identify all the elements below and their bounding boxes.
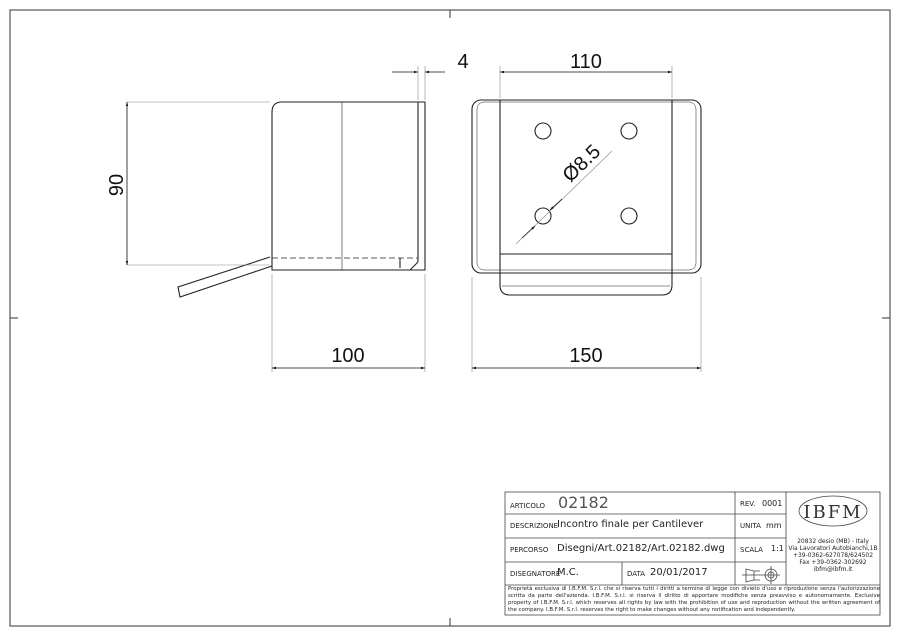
disegnatore-value: M.C. xyxy=(557,567,579,578)
logo-frame xyxy=(798,495,868,527)
percorso-value: Disegni/Art.02182/Art.02182.dwg xyxy=(557,543,725,554)
data-label: DATA xyxy=(627,570,646,578)
dim-width-top: 110 xyxy=(570,51,602,73)
percorso-label: PERCORSO xyxy=(510,546,549,554)
address-line: +39-0362-627078/624502 xyxy=(792,552,874,559)
unita-label: UNITA xyxy=(740,522,761,530)
address-line: Fax +39-0362-302692 xyxy=(799,559,867,566)
data-value: 20/01/2017 xyxy=(650,567,708,578)
side-view xyxy=(177,101,426,298)
sheet-border xyxy=(9,9,891,627)
disegnatore-label: DISEGNATORE xyxy=(510,570,561,578)
title-block-grid xyxy=(504,491,881,616)
dim-diameter: Ø8.5 xyxy=(559,141,605,187)
projection-symbol-icon xyxy=(742,568,762,583)
address-line: Via Lavoratori Autobianchi,1B xyxy=(788,545,878,552)
articolo-label: ARTICOLO xyxy=(510,502,546,510)
logo-text: IBFM xyxy=(803,502,862,523)
unita-value: mm xyxy=(766,521,782,530)
address-line: 20832 desio (MB) - Italy xyxy=(797,538,869,545)
company-address: 20832 desio (MB) - Italy Via Lavoratori … xyxy=(786,538,880,573)
legal-notice: Proprietà esclusiva di I.B.F.M. S.r.l. c… xyxy=(508,586,880,613)
address-line: ibfm@ibfm.it xyxy=(813,566,853,573)
articolo-value: 02182 xyxy=(558,493,609,512)
scala-label: SCALA xyxy=(740,546,763,554)
dim-depth: 100 xyxy=(331,345,364,367)
rev-label: REV. xyxy=(740,500,756,508)
dim-width-bottom: 150 xyxy=(569,345,602,367)
scala-value: 1:1 xyxy=(771,544,784,553)
descrizione-value: Incontro finale per Cantilever xyxy=(557,519,704,530)
rev-value: 0001 xyxy=(762,499,783,508)
dim-thickness: 4 xyxy=(457,51,468,73)
dim-height: 90 xyxy=(106,174,128,196)
descrizione-label: DESCRIZIONE xyxy=(510,522,559,530)
front-view xyxy=(471,99,702,296)
